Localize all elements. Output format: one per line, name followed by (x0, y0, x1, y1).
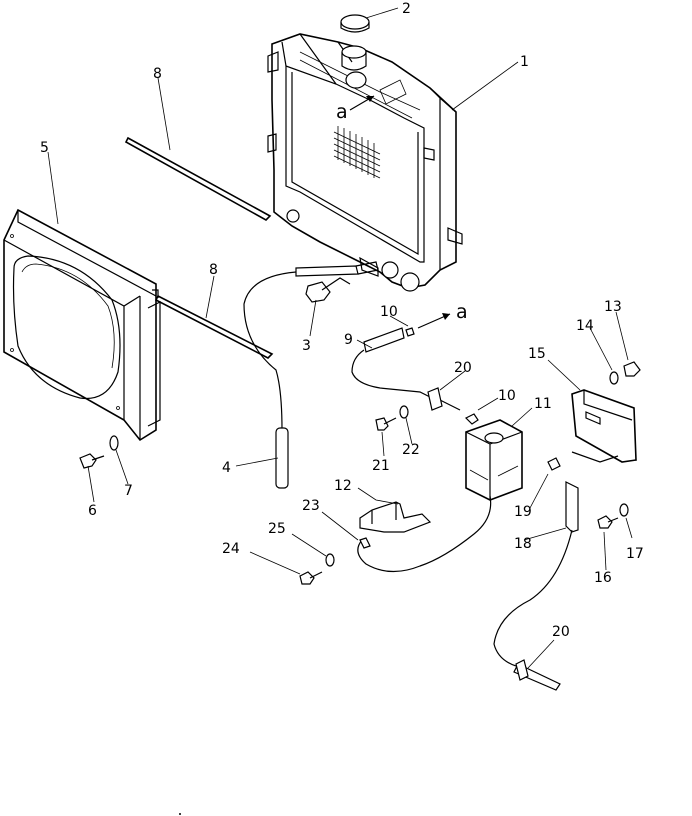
radiator-core-grid (333, 126, 381, 179)
callout-10-upper: 10 (380, 304, 398, 320)
mounting-plate (571, 389, 637, 463)
callout-23: 23 (302, 498, 320, 514)
callout-13: 13 (604, 299, 622, 315)
callout-5: 5 (40, 140, 49, 156)
callout-6: 6 (88, 503, 97, 519)
callout-2: 2 (402, 1, 411, 17)
callout-16: 16 (594, 570, 612, 586)
callout-8-upper: 8 (153, 66, 162, 82)
callout-4: 4 (222, 460, 231, 476)
radiator-cap (340, 14, 370, 33)
fasteners (79, 327, 641, 681)
callout-20-upper: 20 (454, 360, 472, 376)
callout-9: 9 (344, 332, 353, 348)
reservoir-tank (465, 419, 523, 501)
callout-3: 3 (302, 338, 311, 354)
drain-cock (305, 277, 351, 303)
callouts: 2 1 8 5 8 3 4 6 7 9 10 20 10 11 15 13 14… (40, 1, 644, 640)
callout-18: 18 (514, 536, 532, 552)
callout-1: 1 (520, 54, 529, 70)
callout-25: 25 (268, 521, 286, 537)
callout-21: 21 (372, 458, 390, 474)
callout-15: 15 (528, 346, 546, 362)
view-arrow-a-tube (417, 313, 451, 329)
radiator (267, 33, 463, 292)
callout-20-lower: 20 (552, 624, 570, 640)
callout-12: 12 (334, 478, 352, 494)
callout-22: 22 (402, 442, 420, 458)
leader-lines (47, 7, 633, 669)
callout-11: 11 (534, 396, 552, 412)
view-marker-a-radiator: a (336, 101, 348, 123)
stray-dot (179, 813, 181, 815)
tank-bracket (359, 501, 432, 533)
drain-hose (243, 261, 379, 489)
callout-8-lower: 8 (209, 262, 218, 278)
view-marker-a-tube: a (456, 301, 468, 323)
seal-upper (124, 136, 272, 221)
callout-7: 7 (124, 483, 133, 499)
callout-19: 19 (514, 504, 532, 520)
callout-24: 24 (222, 541, 240, 557)
overflow-tubes (351, 327, 579, 691)
view-arrow-a-radiator (349, 95, 375, 111)
fan-shroud (3, 208, 161, 442)
callout-17: 17 (626, 546, 644, 562)
seal-lower (154, 294, 274, 359)
callout-10-lower: 10 (498, 388, 516, 404)
callout-14: 14 (576, 318, 594, 334)
